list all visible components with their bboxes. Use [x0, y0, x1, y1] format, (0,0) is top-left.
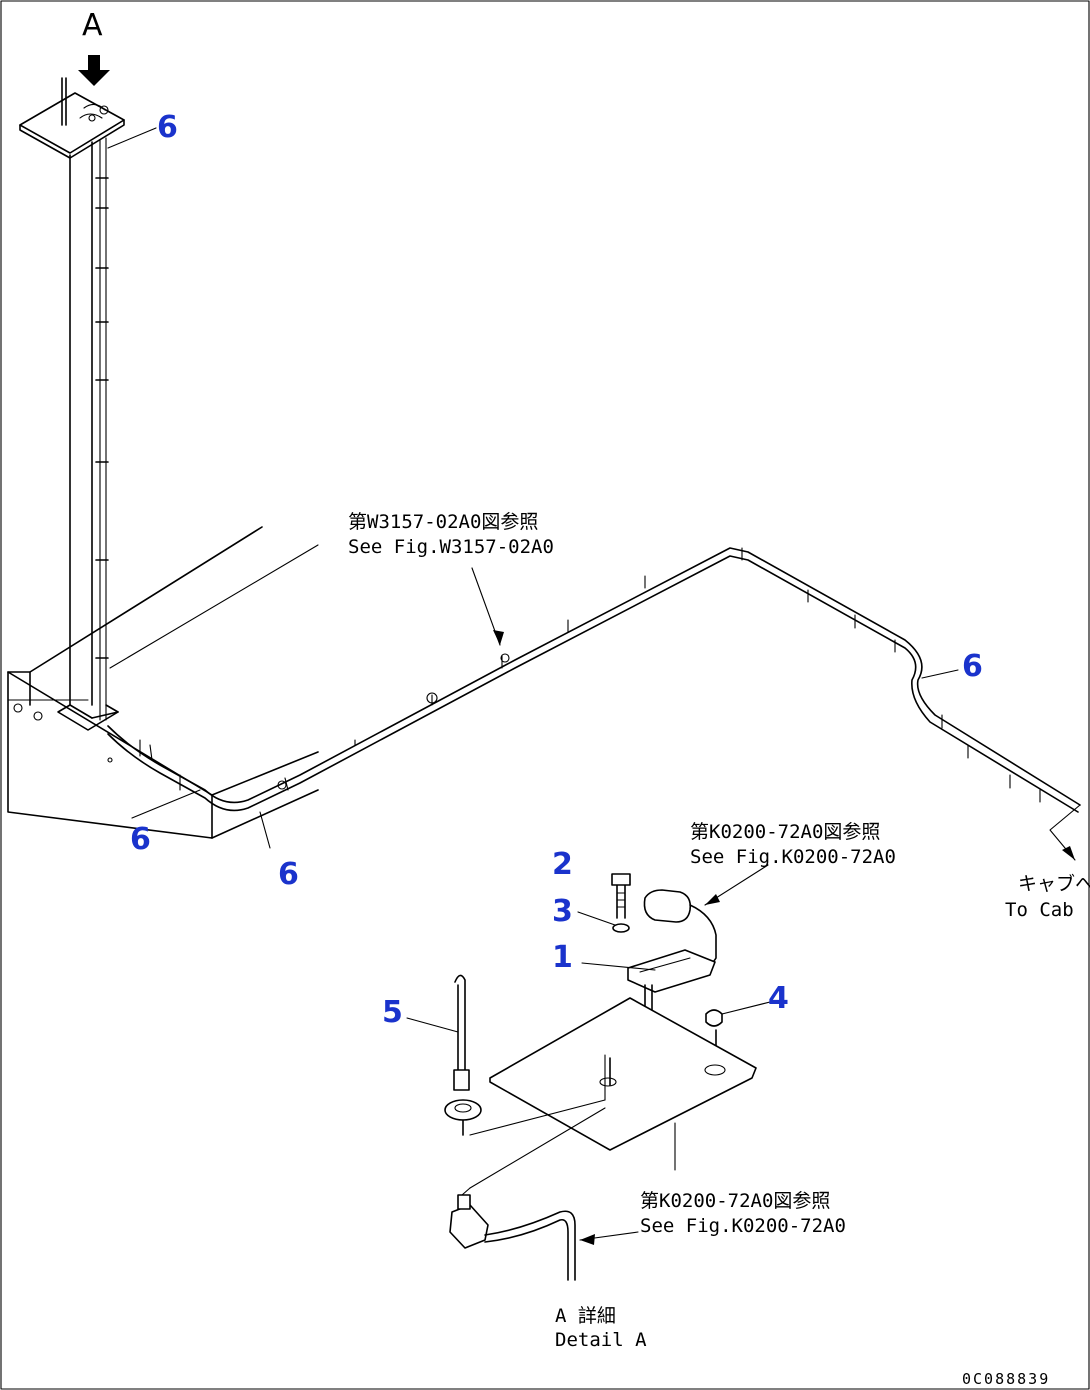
callout-2-bolt: 2	[552, 847, 573, 882]
view-a-arrow	[78, 55, 110, 86]
to-cab-en: To Cab	[1005, 899, 1074, 921]
harness-ref-en: See Fig.W3157-02A0	[348, 536, 554, 558]
callout-6-pole-top: 6	[157, 110, 178, 145]
plate-ref-en: See Fig.K0200-72A0	[640, 1215, 846, 1237]
antenna-ref-jp: 第K0200-72A0図参照	[690, 821, 880, 843]
harness-ref-jp: 第W3157-02A0図参照	[348, 511, 538, 533]
machine-frame	[7, 526, 319, 839]
callout-6-frame-left: 6	[130, 822, 151, 857]
wiring-harness	[107, 547, 1081, 861]
mounting-plate	[469, 997, 757, 1151]
callout-6-harness-right: 6	[962, 649, 983, 684]
callout-5-bolt: 5	[382, 995, 403, 1030]
detail-label-jp: A 詳細	[555, 1305, 616, 1327]
drawing-code: 0C088839	[962, 1370, 1050, 1388]
antenna-ref-en: See Fig.K0200-72A0	[690, 846, 896, 868]
antenna-pole	[19, 77, 125, 731]
lower-cable	[449, 1107, 606, 1281]
leader-lines	[107, 127, 1075, 1245]
callout-6-frame-corner: 6	[278, 857, 299, 892]
callout-3-washer: 3	[552, 894, 573, 929]
plate-ref-jp: 第K0200-72A0図参照	[640, 1190, 830, 1212]
callout-1-bracket: 1	[552, 940, 573, 975]
view-label: A	[82, 8, 103, 43]
detail-label-en: Detail A	[555, 1329, 647, 1351]
to-cab-jp: キャブへ	[1018, 872, 1090, 895]
callout-4-grommet: 4	[768, 981, 789, 1016]
bolt-part-5	[444, 974, 482, 1136]
